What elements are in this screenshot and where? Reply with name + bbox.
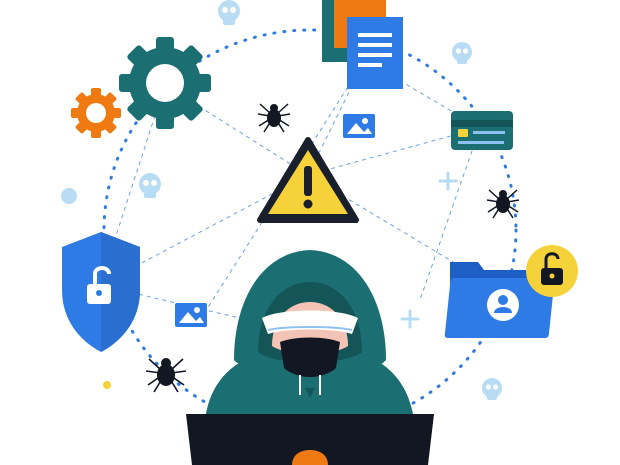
plus-icon	[400, 171, 458, 329]
laptop-icon	[186, 414, 434, 465]
shield-unlocked-icon	[62, 232, 140, 352]
credit-card-icon	[451, 111, 513, 150]
hacker-figure-icon	[205, 250, 414, 420]
spider-icon	[145, 358, 187, 393]
gear-small-icon	[71, 88, 121, 138]
skull-icon	[139, 0, 502, 400]
documents-icon	[322, 0, 403, 89]
image-picture-icon	[175, 303, 207, 327]
dot-icon	[61, 188, 111, 389]
open-padlock-badge-icon	[526, 245, 578, 297]
spider-icon	[486, 189, 520, 219]
gear-large-icon	[119, 37, 211, 129]
image-picture-icon	[343, 114, 375, 138]
user-folder-icon	[444, 262, 555, 338]
spider-icon	[257, 103, 291, 133]
warning-triangle-icon	[257, 137, 359, 223]
